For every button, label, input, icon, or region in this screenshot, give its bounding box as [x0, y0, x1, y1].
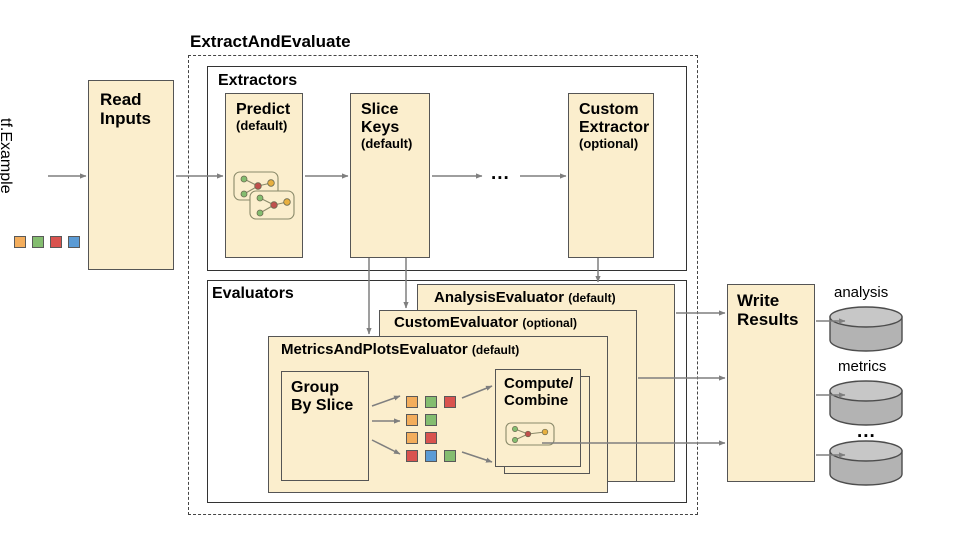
- write-results-line1: Write: [737, 291, 780, 310]
- extractors-ellipsis: ...: [491, 163, 510, 184]
- input-swatch-red: [50, 236, 62, 248]
- analysis-evaluator-name: AnalysisEvaluator: [434, 289, 565, 306]
- output-label-analysis: analysis: [834, 284, 889, 301]
- slice-swatch: [444, 396, 456, 408]
- custom-extractor-line2: Extractor: [579, 118, 650, 136]
- group-frame-extract-and-evaluate: [188, 55, 698, 515]
- group-by-slice-line1: Group: [291, 379, 339, 396]
- node-compute-combine[interactable]: Compute/ Combine: [495, 369, 581, 467]
- group-by-slice-line2: By Slice: [291, 396, 354, 414]
- node-predict[interactable]: Predict (default): [225, 93, 303, 258]
- group-label-extract-and-evaluate: ExtractAndEvaluate: [190, 32, 351, 51]
- analysis-evaluator-qualifier: (default): [568, 291, 616, 305]
- custom-evaluator-name: CustomEvaluator: [394, 314, 519, 331]
- predict-name: Predict: [236, 101, 291, 118]
- compute-combine-graph-icon: [505, 422, 555, 446]
- predict-graph-icon: [233, 171, 295, 220]
- slice-swatch: [406, 414, 418, 426]
- slice-swatch: [425, 396, 437, 408]
- node-group-by-slice[interactable]: Group By Slice: [281, 371, 369, 481]
- group-label-extractors: Extractors: [218, 72, 298, 89]
- compute-combine-line1: Compute/: [504, 375, 574, 392]
- node-slice-keys[interactable]: Slice Keys (default): [350, 93, 430, 258]
- metrics-plots-evaluator-qualifier: (default): [471, 343, 520, 357]
- slice-swatch: [425, 414, 437, 426]
- output-cylinder-analysis[interactable]: [828, 306, 908, 352]
- read-inputs-line2: Inputs: [100, 109, 151, 129]
- output-label-ellipsis: ...: [857, 421, 876, 442]
- slice-swatch: [425, 450, 437, 462]
- input-swatch-green: [32, 236, 44, 248]
- input-swatch-blue: [68, 236, 80, 248]
- custom-evaluator-qualifier: (optional): [522, 316, 578, 330]
- write-results-line2: Results: [737, 310, 799, 330]
- slice-swatch: [406, 432, 418, 444]
- read-inputs-line1: Read: [100, 90, 142, 109]
- output-label-metrics: metrics: [838, 358, 887, 375]
- slice-swatch: [444, 450, 456, 462]
- output-cylinder-other[interactable]: [828, 440, 908, 486]
- node-custom-extractor[interactable]: Custom Extractor (optional): [568, 93, 654, 258]
- node-write-results[interactable]: Write Results: [727, 284, 815, 482]
- input-swatch-orange: [14, 236, 26, 248]
- custom-extractor-qualifier: (optional): [579, 135, 639, 151]
- slice-keys-qualifier: (default): [361, 135, 413, 151]
- group-label-evaluators: Evaluators: [212, 285, 294, 302]
- slice-swatch: [406, 450, 418, 462]
- slice-keys-line2: Keys: [361, 118, 400, 136]
- metrics-plots-evaluator-name: MetricsAndPlotsEvaluator: [281, 341, 468, 358]
- predict-qualifier: (default): [236, 117, 288, 133]
- custom-extractor-line1: Custom: [579, 101, 639, 118]
- output-cylinder-metrics[interactable]: [828, 380, 908, 426]
- input-label-tf-example: tf.Example: [0, 118, 14, 194]
- slice-swatch: [425, 432, 437, 444]
- node-read-inputs[interactable]: Read Inputs: [88, 80, 174, 270]
- compute-combine-line2: Combine: [504, 391, 569, 409]
- slice-swatch: [406, 396, 418, 408]
- slice-keys-line1: Slice: [361, 101, 399, 118]
